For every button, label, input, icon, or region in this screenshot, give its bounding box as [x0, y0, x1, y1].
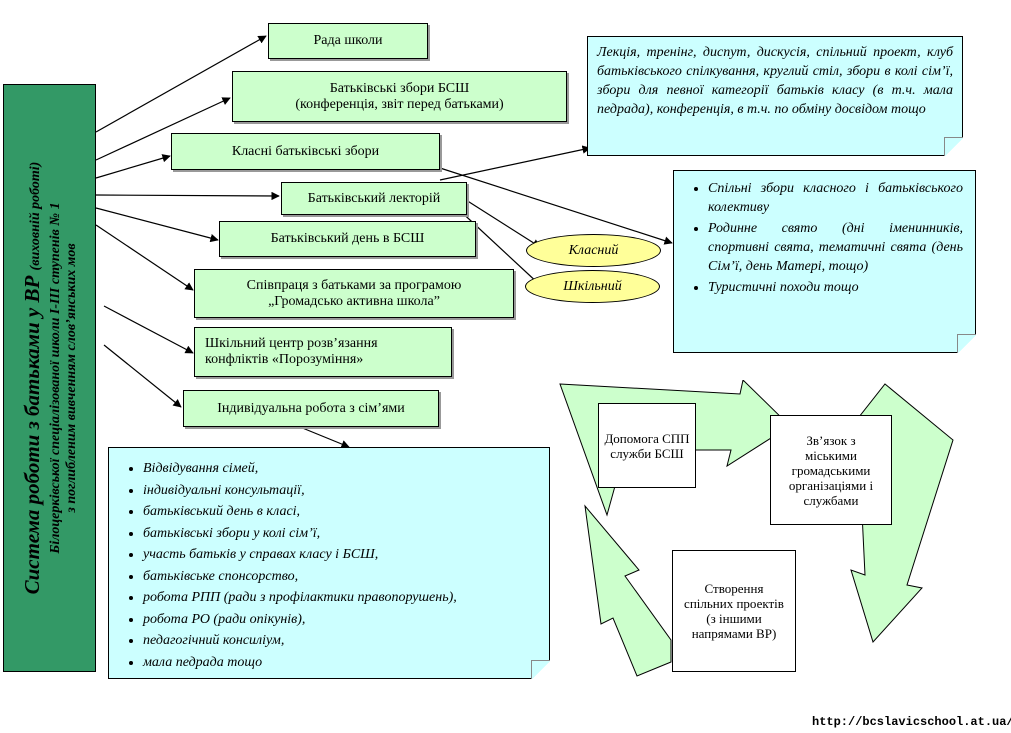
list-item: Туристичні походи тощо — [708, 278, 963, 297]
school-specialization: з поглибленим вивченням слов’янських мов — [63, 243, 79, 513]
box-spivpratsia: Співпраця з батьками за програмою „Грома… — [194, 269, 514, 318]
arrow-to-lektoriy — [95, 191, 280, 201]
note-individual-work: Відвідування сімей, індивідуальні консул… — [108, 447, 550, 679]
note-joint-activities: Спільні збори класного і батьківського к… — [673, 170, 976, 353]
list-item: Родинне свято (дні іменинників, спортивн… — [708, 219, 963, 276]
system-title-main: Система роботи з батьками у ВР — [19, 275, 44, 595]
list-item: робота РПП (ради з профілактики правопор… — [143, 587, 541, 609]
box-batkivskyi-den: Батьківський день в БСШ — [219, 221, 476, 257]
cycle-box-zviazok-line1: Зв’язок з — [806, 432, 856, 448]
arrow-to-rada — [95, 35, 267, 133]
list-item: мала педрада тощо — [143, 652, 541, 674]
note-forms-text: Лекція, тренінг, диспут, дискусія, спіль… — [597, 45, 953, 117]
arrow-to-klasni — [95, 154, 171, 179]
oval-klasnyi: Класний — [526, 234, 661, 267]
box-rada-label: Рада школи — [313, 33, 383, 48]
cycle-arrow-left — [584, 504, 672, 677]
note-forms-of-meetings: Лекція, тренінг, диспут, дискусія, спіль… — [587, 36, 963, 156]
list-item: батьківське спонсорство, — [143, 566, 541, 588]
list-item: робота РО (ради опікунів), — [143, 609, 541, 631]
box-rada-shkoly: Рада школи — [268, 23, 428, 59]
arrow-to-zbory — [95, 97, 231, 161]
arrow-to-shkilnyi — [455, 206, 541, 286]
box-lektoriy-label: Батьківський лекторій — [307, 190, 441, 206]
arrow-to-note-top — [439, 145, 591, 181]
box-indyvidualna-label: Індивідуальна робота з сім’ями — [217, 400, 405, 416]
arrow-to-indyvidualna — [103, 344, 182, 408]
cycle-box-spp: Допомога СПП служби БСШ — [598, 403, 696, 488]
box-den-label: Батьківський день в БСШ — [270, 231, 425, 246]
list-item: Спільні збори класного і батьківського к… — [708, 179, 963, 217]
cycle-box-proekty: Створення спільних проектів (з іншими на… — [672, 550, 796, 672]
arrow-to-spivpratsia — [95, 224, 194, 291]
list-item: участь батьків у справах класу і БСШ, — [143, 544, 541, 566]
oval-shkilnyi-label: Шкільний — [563, 278, 622, 294]
vertical-title-bar: Система роботи з батьками у ВР (виховній… — [3, 84, 96, 672]
box-indyvidualna-robota: Індивідуальна робота з сім’ями — [183, 390, 439, 427]
cycle-box-spp-label: Допомога СПП служби БСШ — [604, 430, 690, 461]
box-lektoriy: Батьківський лекторій — [281, 182, 467, 215]
list-item: батьківські збори у колі сім’ї, — [143, 523, 541, 545]
box-klasni-label: Класні батьківські збори — [231, 143, 380, 159]
cycle-box-zviazok-line2: міськими громадськими організаціями і сл… — [788, 447, 874, 508]
arrow-to-klasnyi — [465, 199, 541, 248]
list-item: батьківський день в класі, — [143, 501, 541, 523]
arrow-to-note-bottom — [299, 426, 350, 449]
list-item: педагогічний консиліум, — [143, 630, 541, 652]
box-zbory-line2: (конференція, звіт перед батьками) — [295, 96, 504, 112]
list-item: Відвідування сімей, — [143, 458, 541, 480]
joint-activities-list: Спільні збори класного і батьківського к… — [674, 179, 963, 297]
box-spivpratsia-line2: „Громадсько активна школа” — [268, 293, 440, 309]
individual-work-list: Відвідування сімей, індивідуальні консул… — [109, 458, 541, 673]
list-item: індивідуальні консультації, — [143, 480, 541, 502]
arrow-to-den — [95, 207, 219, 243]
oval-klasnyi-label: Класний — [568, 242, 619, 258]
system-title: Система роботи з батьками у ВР (виховній… — [20, 84, 48, 672]
school-name: Білоцерківської спеціалізованої школи І-… — [47, 202, 63, 554]
vertical-title-text: Система роботи з батьками у ВР (виховній… — [20, 84, 80, 672]
cycle-box-zviazok: Зв’язок з міськими громадськими організа… — [770, 415, 892, 525]
system-title-note: (виховній роботі) — [27, 161, 43, 271]
box-tsentr-line1: Шкільний центр розв’язання — [205, 336, 378, 351]
box-spivpratsia-line1: Співпраця з батьками за програмою — [246, 277, 462, 293]
cycle-box-proekty-label: Створення спільних проектів (з іншими на… — [684, 581, 784, 641]
box-klasni-zbory: Класні батьківські збори — [171, 133, 440, 170]
box-tsentr-line2: конфліктів «Порозуміння» — [205, 352, 364, 367]
arrow-to-tsentr — [103, 305, 194, 354]
footer-url[interactable]: http://bcslavicschool.at.ua/ — [812, 715, 1011, 729]
box-tsentr-porozuminnia: Шкільний центр розв’язання конфліктів «П… — [194, 327, 452, 377]
box-zbory-line1: Батьківські збори БСШ — [329, 80, 470, 96]
box-batkivski-zbory: Батьківські збори БСШ (конференція, звіт… — [232, 71, 567, 122]
arrow-to-note-right — [439, 167, 673, 245]
oval-shkilnyi: Шкільний — [525, 270, 660, 303]
